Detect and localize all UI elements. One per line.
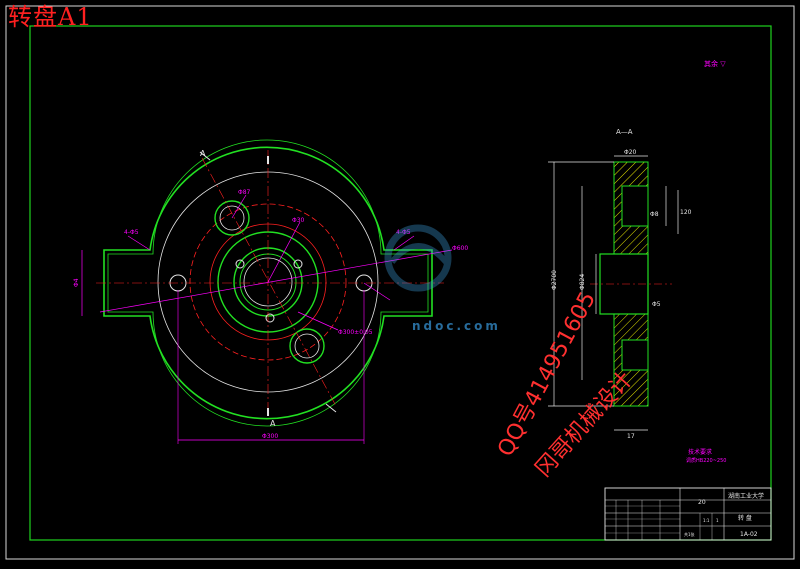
leader-right — [363, 282, 391, 301]
sec-dim-mid-text: Φ824 — [579, 274, 586, 290]
tb-school: 湖南工业大学 — [728, 492, 764, 500]
section-arrow-top — [199, 151, 211, 161]
sec-dim-total-text: Φ2700 — [551, 270, 558, 290]
disc-outline-inner — [107, 139, 429, 427]
drawing-title: 转盘A1 — [8, 3, 93, 31]
section-view — [548, 155, 679, 431]
leader-pcd — [297, 311, 339, 331]
big-hole-lower — [289, 328, 325, 364]
section-step-bottom — [621, 339, 649, 371]
watermark-logo — [384, 224, 452, 292]
sheet-outer-frame — [5, 5, 795, 560]
dim-left-boss: 4-Φ5 — [124, 229, 139, 236]
title-block — [604, 487, 772, 541]
leader-right-boss — [393, 235, 415, 251]
section-step-top — [621, 185, 649, 227]
tb-scale: 1:1 — [703, 518, 710, 523]
bolt-hole-1 — [235, 259, 245, 269]
tech-req-title: 技术要求 — [688, 448, 712, 456]
leader-bolt — [267, 221, 301, 283]
sec-dim-b-text: Φ8 — [650, 211, 659, 218]
tb-drawing-no: 1A-02 — [740, 531, 758, 538]
dim-diag — [99, 249, 453, 313]
tb-quantity: 1 — [716, 518, 719, 523]
leader-bighole — [231, 194, 247, 219]
sec-dim-e-text: 120 — [680, 209, 692, 216]
dim-overall: Φ600 — [452, 245, 468, 252]
drawing-border — [29, 25, 772, 541]
front-view — [81, 139, 453, 444]
sec-dim-a-text: Φ20 — [624, 149, 637, 156]
watermark-site: ndoc.com — [412, 319, 501, 333]
big-hole-upper-inner — [219, 205, 245, 231]
dim-right-boss: 4-Φ5 — [396, 229, 411, 236]
section-hub — [599, 253, 649, 315]
bolt-hole-2 — [293, 259, 303, 269]
tech-req-line: 调质HB220~250 — [686, 457, 726, 464]
tb-part-name: 转 盘 — [738, 514, 752, 522]
disc-outline — [103, 146, 433, 420]
surface-note: 其余 ▽ — [704, 59, 726, 68]
leader-left-boss — [127, 235, 151, 251]
tb-material: 20 — [698, 499, 706, 506]
dim-left-height: Φ4 — [73, 278, 80, 287]
tb-sheet: 共1张 — [684, 531, 695, 537]
dim-inner-text: Φ30 — [292, 217, 305, 224]
dim-bighole-text: Φ87 — [238, 189, 251, 196]
big-hole-upper — [214, 200, 250, 236]
big-hole-lower-inner — [294, 333, 320, 359]
section-label: A—A — [616, 128, 633, 136]
dim-pcd-text: Φ300±0.05 — [338, 329, 373, 336]
bolt-hole-3 — [265, 313, 275, 323]
sec-dim-c-text: 17 — [627, 433, 635, 440]
sec-dim-d-text: Φ5 — [652, 301, 661, 308]
view-label-a-bottom: A — [270, 419, 276, 428]
view-label-a-top: A — [200, 149, 206, 158]
pitch-circle-red — [189, 203, 347, 361]
dim-bottom-text: Φ300 — [262, 433, 278, 440]
section-arrow-bottom — [325, 403, 337, 413]
